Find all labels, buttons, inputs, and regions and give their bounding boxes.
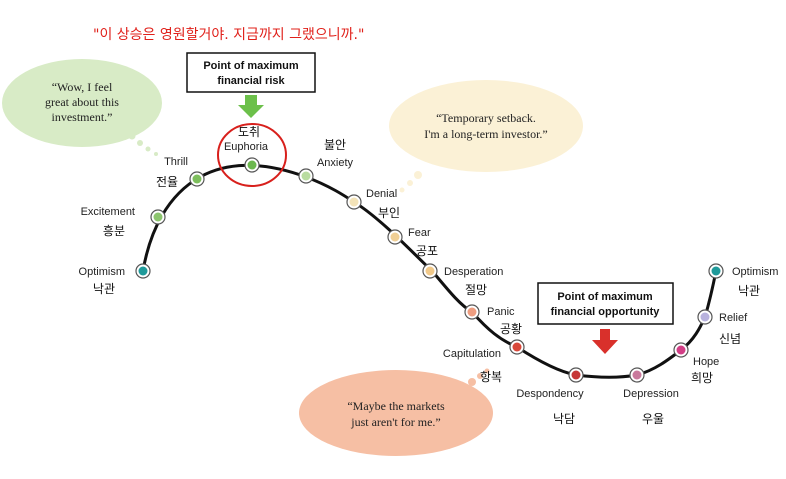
bubble-capitulation-line2: just aren't for me.” [350, 415, 440, 429]
stage-label-en: Relief [719, 312, 748, 324]
opportunity-box-line2: financial opportunity [551, 306, 661, 318]
stage-node-relief [697, 309, 713, 325]
stage-label-en: Fear [408, 227, 431, 239]
stage-label-ko: 공황 [500, 322, 522, 336]
stage-node-euphoria [244, 157, 260, 173]
stage-label-ko: 신념 [719, 332, 741, 346]
stage-label-ko: 항복 [480, 370, 502, 384]
stage-label-en: Denial [366, 188, 397, 200]
bubble-denial: “Temporary setback. I'm a long-term inve… [389, 80, 583, 193]
stage-label-en: Optimism [732, 266, 778, 278]
stage-label-en: Euphoria [224, 141, 269, 153]
stage-label-ko: 희망 [691, 371, 713, 385]
stage-node-anxiety [298, 168, 314, 184]
stage-label-en: Despondency [516, 388, 584, 400]
stage-node-panic [464, 304, 480, 320]
stage-label-en: Excitement [81, 206, 135, 218]
bubble-capitulation: “Maybe the markets just aren't for me.” [299, 368, 493, 456]
stage-label-en: Panic [487, 306, 515, 318]
stage-label-ko: 낙관 [738, 284, 760, 298]
stage-label-ko: 전율 [156, 175, 178, 189]
bubble-euphoria-line1: “Wow, I feel [52, 80, 113, 94]
caption-quote: "이 상승은 영원할거야. 지금까지 그랬으니까." [93, 27, 364, 43]
risk-box: Point of maximum financial risk [186, 52, 316, 93]
bubble-euphoria: “Wow, I feel great about this investment… [2, 59, 162, 156]
stage-label-en: Depression [623, 388, 679, 400]
stage-node-optimism-end [708, 263, 724, 279]
stage-node-capitulation [509, 339, 525, 355]
euphoria-highlight-circle [217, 123, 287, 187]
stage-node-fear [387, 229, 403, 245]
stage-node-desperation [422, 263, 438, 279]
stage-label-en: Capitulation [443, 348, 501, 360]
bubble-denial-line1: “Temporary setback. [436, 111, 536, 125]
stage-label-ko: 공포 [416, 244, 438, 258]
risk-box-line1: Point of maximum [203, 60, 299, 72]
opportunity-arrow-icon [592, 329, 618, 354]
opportunity-box: Point of maximum financial opportunity [537, 282, 674, 325]
risk-box-line2: financial risk [217, 75, 285, 87]
stage-label-ko: 흥분 [103, 224, 125, 238]
bubble-capitulation-line1: “Maybe the markets [347, 399, 445, 413]
stage-label-ko: 부인 [378, 206, 400, 220]
stage-label-ko: 우울 [642, 412, 664, 426]
bubble-euphoria-line2: great about this [45, 95, 119, 109]
stage-node-depression [629, 367, 645, 383]
stage-node-excitement [150, 209, 166, 225]
bubble-euphoria-line3: investment.” [52, 110, 113, 124]
stage-node-hope [673, 342, 689, 358]
stage-label-ko: 도취 [238, 125, 260, 139]
stage-label-ko: 불안 [324, 138, 346, 152]
stage-node-denial [346, 194, 362, 210]
stage-label-en: Anxiety [317, 157, 354, 169]
stage-node-optimism-start [135, 263, 151, 279]
stage-label-ko: 낙관 [93, 282, 115, 296]
stage-label-ko: 절망 [465, 283, 487, 297]
stage-label-en: Desperation [444, 266, 503, 278]
bubble-denial-line2: I'm a long-term investor.” [424, 127, 547, 141]
stage-label-en: Thrill [164, 156, 188, 168]
stage-label-ko: 낙담 [553, 412, 575, 426]
stage-node-thrill [189, 171, 205, 187]
stage-label-en: Hope [693, 356, 719, 368]
stage-label-en: Optimism [79, 266, 125, 278]
opportunity-box-line1: Point of maximum [557, 291, 653, 303]
risk-arrow-icon [238, 95, 264, 118]
stage-node-despondency [568, 367, 584, 383]
